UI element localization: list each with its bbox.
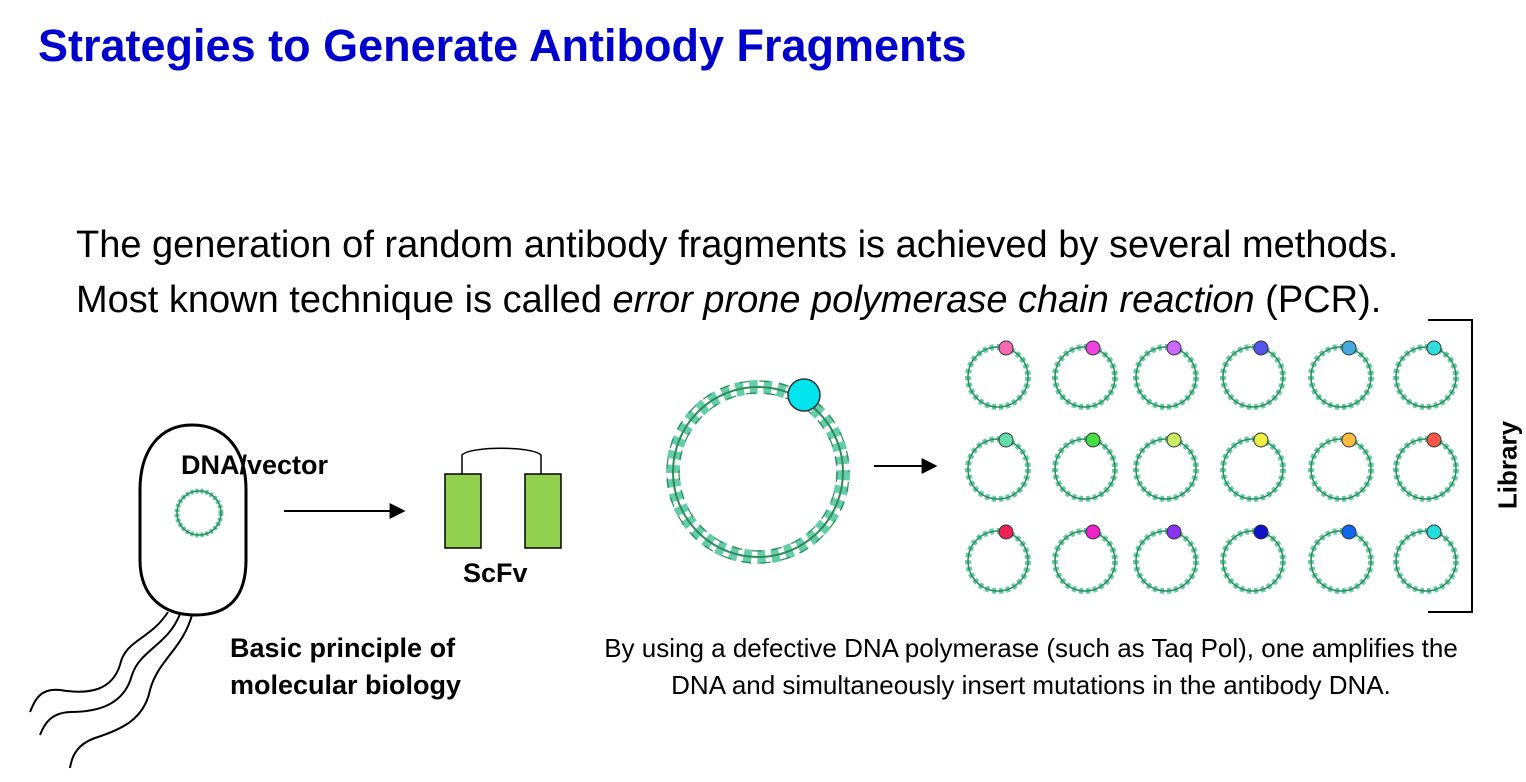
library-plasmid-icon — [1308, 432, 1374, 502]
library-plasmid-icon — [1393, 340, 1459, 410]
library-plasmid-icon — [965, 340, 1031, 410]
library-mutation-marker — [1085, 432, 1101, 448]
intro-paragraph: The generation of random antibody fragme… — [76, 218, 1476, 328]
intro-text-part1: The generation of random antibody fragme… — [76, 224, 1399, 321]
library-plasmid-icon — [1133, 340, 1199, 410]
library-plasmid-icon — [1220, 524, 1286, 594]
library-bracket — [1428, 319, 1473, 613]
flagellum-3 — [69, 614, 193, 769]
library-mutation-marker — [1341, 432, 1357, 448]
library-mutation-marker — [1426, 340, 1442, 356]
library-label: Library — [1492, 420, 1523, 510]
library-mutation-marker — [1166, 340, 1182, 356]
library-label-box: Library — [1478, 410, 1526, 520]
library-mutation-marker — [1253, 432, 1269, 448]
library-plasmid-icon — [1393, 432, 1459, 502]
flagellum-2 — [39, 613, 181, 736]
scfv-label: ScFv — [463, 558, 528, 588]
library-mutation-marker — [1166, 524, 1182, 540]
library-plasmid-icon — [1052, 432, 1118, 502]
library-plasmid-icon — [1220, 340, 1286, 410]
library-plasmid-icon — [1133, 524, 1199, 594]
library-plasmid-icon — [1308, 340, 1374, 410]
flagellum-1 — [29, 611, 169, 713]
defective-polymerase-caption: By using a defective DNA polymerase (suc… — [604, 633, 1458, 700]
bacterium-cell — [138, 423, 248, 617]
library-plasmid-icon — [965, 524, 1031, 594]
library-mutation-marker — [1341, 524, 1357, 540]
library-mutation-marker — [1253, 524, 1269, 540]
library-plasmid-icon — [1220, 432, 1286, 502]
big-plasmid-marker — [787, 378, 821, 412]
intro-text-italic: error prone polymerase chain reaction — [612, 279, 1255, 321]
library-mutation-marker — [1341, 340, 1357, 356]
big-plasmid-icon — [666, 380, 850, 564]
basic-principle-line2: molecular biology — [230, 670, 462, 700]
library-plasmid-icon — [965, 432, 1031, 502]
library-mutation-marker — [1166, 432, 1182, 448]
library-grid — [965, 340, 1459, 594]
library-plasmid-icon — [1133, 432, 1199, 502]
library-plasmid-icon — [1308, 524, 1374, 594]
library-mutation-marker — [998, 432, 1014, 448]
library-plasmid-icon — [1052, 340, 1118, 410]
intro-text-part2: (PCR). — [1254, 279, 1382, 321]
basic-principle-label: Basic principle of molecular biology — [230, 630, 461, 704]
library-mutation-marker — [1085, 340, 1101, 356]
library-plasmid-icon — [1052, 524, 1118, 594]
scfv-icon — [444, 447, 562, 549]
library-mutation-marker — [1085, 524, 1101, 540]
library-mutation-marker — [1426, 432, 1442, 448]
library-mutation-marker — [998, 340, 1014, 356]
dna-vector-label: DNA/vector — [181, 450, 329, 480]
slide-title: Strategies to Generate Antibody Fragment… — [38, 20, 967, 71]
cell-plasmid-icon — [174, 488, 224, 538]
basic-principle-line1: Basic principle of — [230, 633, 456, 663]
library-mutation-marker — [1253, 340, 1269, 356]
library-mutation-marker — [1426, 524, 1442, 540]
library-plasmid-icon — [1393, 524, 1459, 594]
library-mutation-marker — [998, 524, 1014, 540]
